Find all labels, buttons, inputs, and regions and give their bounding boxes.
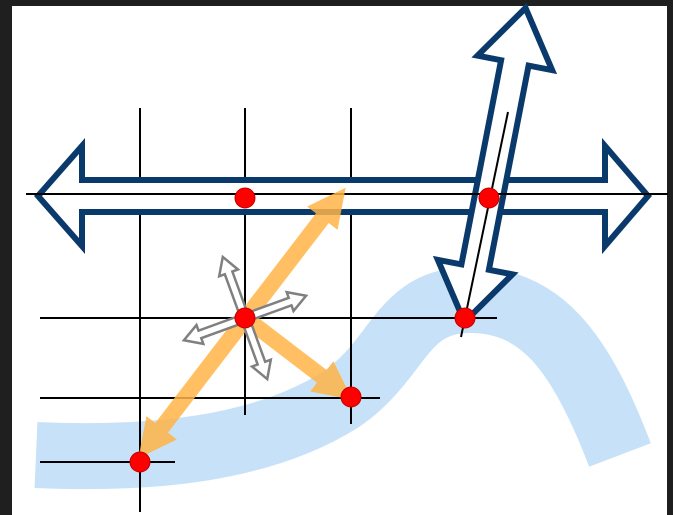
point-top-right bbox=[478, 187, 500, 209]
point-bottom-left bbox=[129, 451, 151, 473]
tilted-axis-line bbox=[460, 111, 509, 338]
point-right bbox=[454, 307, 476, 329]
tilted-double-arrow bbox=[432, 2, 558, 328]
point-lower bbox=[340, 386, 362, 408]
horizontal-double-arrow bbox=[34, 137, 652, 255]
short-orange-arrow bbox=[243, 313, 353, 400]
point-center bbox=[234, 307, 256, 329]
point-top-left bbox=[234, 187, 256, 209]
red-points bbox=[129, 187, 500, 473]
